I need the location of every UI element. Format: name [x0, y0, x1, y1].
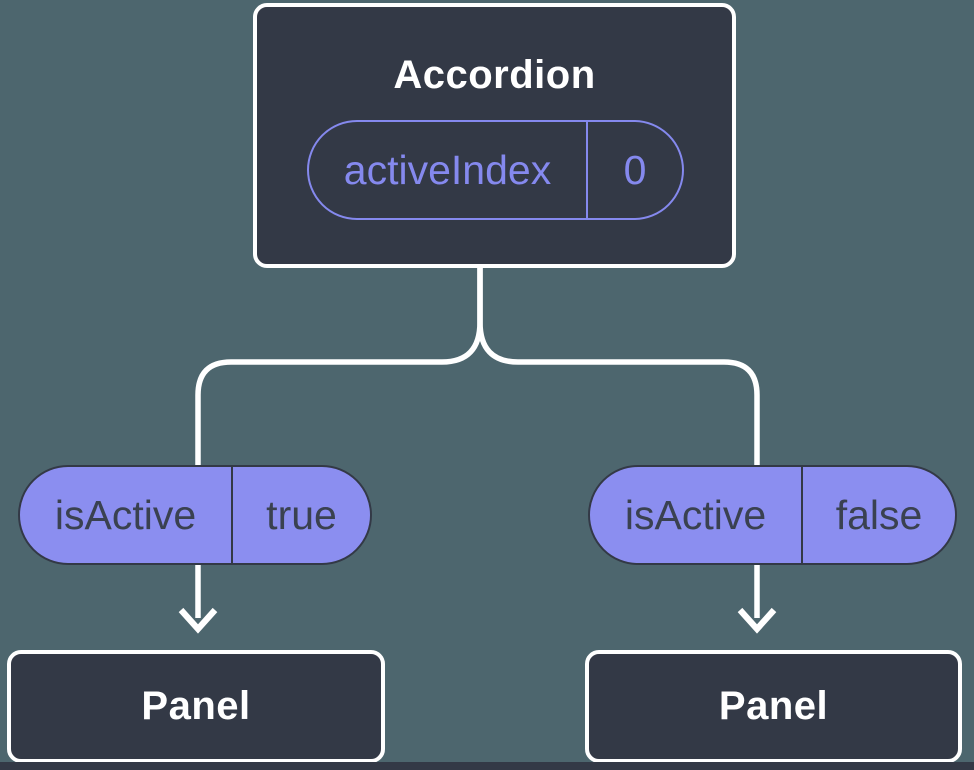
- bottom-edge-strip: [0, 762, 974, 770]
- component-title: Panel: [141, 684, 251, 728]
- prop-pill-isactive-false: isActive false: [588, 465, 957, 565]
- prop-name-label: isActive: [20, 467, 233, 563]
- prop-value-label: true: [266, 491, 337, 538]
- component-title: Accordion: [393, 53, 596, 97]
- prop-pill-isactive-true: isActive true: [18, 465, 372, 565]
- state-name-label: activeIndex: [309, 122, 588, 218]
- prop-name-label: isActive: [590, 467, 803, 563]
- connector-line-left: [195, 264, 483, 618]
- arrow-down-icon: [178, 607, 218, 634]
- arrow-down-icon: [737, 607, 777, 634]
- panel-component-node: Panel: [7, 650, 385, 763]
- connector-line-right: [477, 264, 760, 618]
- state-value-label: 0: [623, 146, 647, 193]
- accordion-component-node: Accordion activeIndex 0: [253, 3, 736, 268]
- component-title: Panel: [718, 684, 829, 728]
- panel-component-node: Panel: [585, 650, 962, 763]
- state-pill: activeIndex 0: [307, 120, 684, 220]
- prop-value-label: false: [835, 491, 923, 538]
